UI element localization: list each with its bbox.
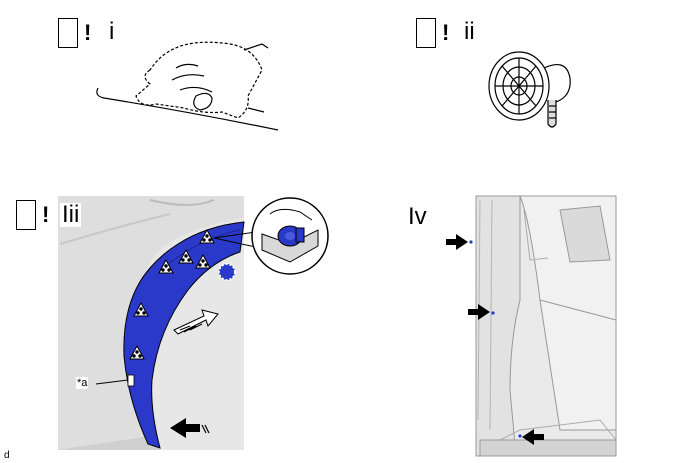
step-box-1	[58, 18, 78, 48]
step-mark-2: !	[442, 20, 450, 45]
view-arrow	[170, 418, 210, 438]
step-mark-1: !	[84, 20, 92, 45]
pointer-arrow-bottom	[522, 429, 544, 445]
step-label-2: ii	[464, 18, 475, 45]
wipe-illustration	[96, 41, 279, 131]
callout-label-a: *a	[76, 377, 89, 389]
fender-liner-part	[123, 221, 245, 449]
clip-markers	[129, 228, 215, 360]
heat-gun-illustration	[488, 51, 571, 128]
clip-detail-inset	[251, 197, 329, 275]
clip-circle-marker	[218, 263, 236, 281]
label-sticker	[127, 374, 135, 387]
step-mark-3: !	[42, 202, 50, 227]
step-label-3: Iii	[60, 201, 82, 228]
label-a-leader	[95, 379, 129, 385]
pull-direction-arrow	[173, 309, 219, 335]
callout-leader	[213, 231, 261, 249]
step-box-2	[416, 18, 436, 48]
step-label-1: i	[109, 18, 115, 45]
corner-label: d	[4, 450, 10, 461]
location-dot-mid	[491, 311, 495, 315]
pointer-arrow-top	[446, 234, 468, 250]
step-label-4: Iv	[408, 203, 427, 230]
pointer-arrow-mid	[468, 304, 490, 320]
location-dot-bottom	[518, 434, 522, 438]
door-pillar-illustration	[475, 195, 617, 457]
step-box-3	[16, 200, 36, 230]
location-dot-top	[469, 240, 473, 244]
